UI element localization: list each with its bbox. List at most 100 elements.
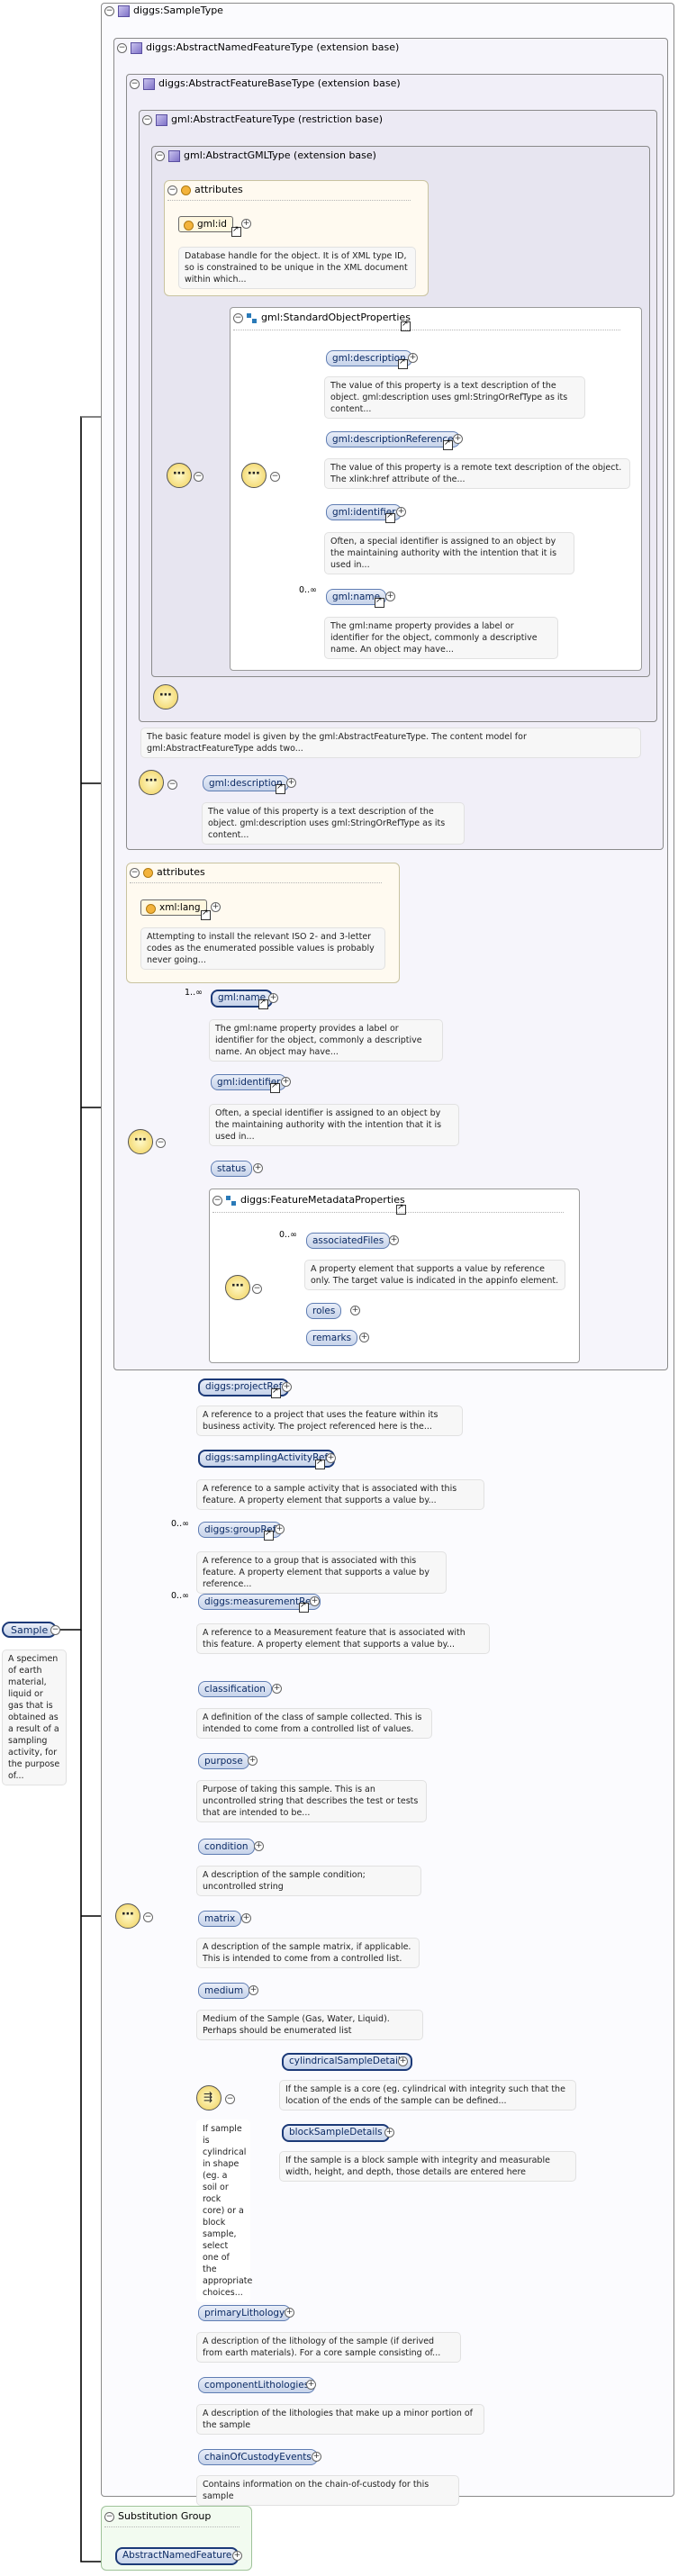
element-cylindrical-sample-details[interactable]: cylindricalSampleDetails xyxy=(282,2053,413,2071)
element-gml-description-reference[interactable]: gml:descriptionReference xyxy=(326,431,460,447)
expand-icon[interactable]: + xyxy=(385,592,395,601)
root-expand-toggle[interactable]: − xyxy=(50,1625,60,1635)
element-gml-identifier-named[interactable]: gml:identifier xyxy=(211,1074,287,1090)
expand-icon[interactable]: + xyxy=(350,1306,360,1315)
attribute-icon xyxy=(181,185,191,195)
panel-substitution-group-title[interactable]: − Substitution Group xyxy=(104,2510,212,2522)
sequence-compositor[interactable] xyxy=(167,463,192,488)
collapse-icon[interactable]: − xyxy=(212,1195,222,1206)
attribute-icon xyxy=(146,904,156,914)
root-element-sample[interactable]: Sample xyxy=(2,1622,58,1638)
expand-icon[interactable]: + xyxy=(281,1077,291,1087)
reference-icon xyxy=(264,1529,274,1541)
expand-icon[interactable]: + xyxy=(249,1985,258,1995)
panel-standard-object-properties-title[interactable]: − gml:StandardObjectProperties xyxy=(233,312,411,323)
sequence-toggle[interactable]: − xyxy=(156,1138,166,1148)
sequence-compositor[interactable] xyxy=(115,1903,140,1929)
element-gml-identifier[interactable]: gml:identifier xyxy=(326,504,402,520)
element-gml-name-named[interactable]: gml:name xyxy=(211,990,274,1008)
collapse-icon[interactable]: − xyxy=(130,867,140,878)
collapse-icon[interactable]: − xyxy=(233,312,243,323)
collapse-icon[interactable]: − xyxy=(130,78,140,89)
attribute-xml-lang[interactable]: xml:lang xyxy=(140,899,207,916)
sequence-compositor[interactable] xyxy=(128,1129,153,1154)
expand-icon[interactable]: + xyxy=(253,1163,263,1173)
panel-gml-attributes-title[interactable]: − attributes xyxy=(167,184,243,195)
expand-icon[interactable]: + xyxy=(232,2551,242,2561)
expand-icon[interactable]: + xyxy=(312,2452,321,2462)
element-project-ref[interactable]: diggs:projectRef xyxy=(198,1378,290,1396)
sequence-toggle[interactable]: − xyxy=(143,1912,153,1922)
choice-toggle[interactable]: − xyxy=(225,2094,235,2104)
expand-icon[interactable]: + xyxy=(306,2380,316,2390)
expand-icon[interactable]: + xyxy=(389,1235,399,1245)
panel-abstract-feature-type-title[interactable]: − gml:AbstractFeatureType (restriction b… xyxy=(142,113,384,126)
sequence-compositor[interactable] xyxy=(225,1275,250,1300)
expand-icon[interactable]: + xyxy=(211,902,221,912)
expand-icon[interactable]: + xyxy=(408,353,418,363)
element-component-lithologies[interactable]: componentLithologies xyxy=(198,2377,316,2393)
element-matrix[interactable]: matrix xyxy=(198,1911,242,1927)
element-measurement-ref[interactable]: diggs:measurementRef xyxy=(198,1594,321,1610)
expand-icon[interactable]: + xyxy=(268,993,278,1003)
element-classification[interactable]: classification xyxy=(198,1681,272,1697)
sequence-toggle[interactable]: − xyxy=(167,780,177,790)
element-chain-of-custody-events[interactable]: chainOfCustodyEvents xyxy=(198,2449,318,2465)
element-condition[interactable]: condition xyxy=(198,1839,255,1855)
sequence-compositor[interactable] xyxy=(241,463,267,488)
element-block-sample-details[interactable]: blockSampleDetails xyxy=(282,2124,390,2142)
panel-xml-attributes-title[interactable]: − attributes xyxy=(130,866,205,878)
element-status[interactable]: status xyxy=(211,1161,253,1177)
expand-icon[interactable]: + xyxy=(384,2128,394,2138)
expand-icon[interactable]: + xyxy=(248,1756,258,1766)
element-remarks[interactable]: remarks xyxy=(306,1330,358,1346)
sequence-compositor[interactable] xyxy=(153,684,178,710)
sequence-toggle[interactable]: − xyxy=(194,472,203,482)
panel-standard-object-properties xyxy=(230,307,642,671)
element-label: gml:identifier xyxy=(217,1077,281,1088)
attribute-gml-id-label: gml:id xyxy=(197,219,227,230)
element-medium[interactable]: medium xyxy=(198,1983,250,1999)
sequence-compositor[interactable] xyxy=(139,770,164,795)
expand-icon[interactable]: + xyxy=(286,778,296,788)
expand-icon[interactable]: + xyxy=(282,1382,292,1392)
expand-icon[interactable]: + xyxy=(254,1841,264,1851)
expand-icon[interactable]: + xyxy=(241,219,251,229)
expand-icon[interactable]: + xyxy=(359,1333,369,1342)
panel-abstract-feature-base-type-title[interactable]: − diggs:AbstractFeatureBaseType (extensi… xyxy=(130,77,401,90)
collapse-icon[interactable]: − xyxy=(104,5,114,16)
expand-icon[interactable]: + xyxy=(326,1453,336,1463)
expand-icon[interactable]: + xyxy=(396,507,406,517)
element-abstract-named-feature[interactable]: AbstractNamedFeature xyxy=(115,2547,240,2565)
expand-icon[interactable]: + xyxy=(241,1913,251,1923)
element-roles[interactable]: roles xyxy=(306,1303,342,1319)
element-group-ref[interactable]: diggs:groupRef xyxy=(198,1522,283,1538)
collapse-icon[interactable]: − xyxy=(104,2511,114,2522)
panel-sample-type-title[interactable]: − diggs:SampleType xyxy=(104,5,223,17)
panel-abstract-gml-type-title[interactable]: − gml:AbstractGMLType (extension base) xyxy=(155,149,376,162)
expand-icon[interactable]: + xyxy=(310,1596,320,1606)
element-gml-description-base[interactable]: gml:description xyxy=(203,775,289,791)
choice-compositor[interactable] xyxy=(196,2085,221,2111)
expand-icon[interactable]: + xyxy=(275,1524,285,1534)
element-label: matrix xyxy=(204,1913,236,1924)
element-gml-name[interactable]: gml:name xyxy=(326,589,387,605)
element-gml-description[interactable]: gml:description xyxy=(326,350,412,366)
panel-feature-metadata-properties-title[interactable]: − diggs:FeatureMetadataProperties xyxy=(212,1194,405,1206)
collapse-icon[interactable]: − xyxy=(142,114,152,125)
expand-icon[interactable]: + xyxy=(398,2056,408,2066)
collapse-icon[interactable]: − xyxy=(155,150,165,161)
expand-icon[interactable]: + xyxy=(272,1684,282,1694)
sequence-toggle[interactable]: − xyxy=(252,1284,262,1294)
panel-abstract-named-feature-type-title[interactable]: − diggs:AbstractNamedFeatureType (extens… xyxy=(117,41,400,54)
expand-icon[interactable]: + xyxy=(453,434,463,444)
element-associated-files[interactable]: associatedFiles xyxy=(306,1233,391,1249)
sequence-toggle[interactable]: − xyxy=(270,472,280,482)
element-label: gml:description xyxy=(209,778,283,789)
collapse-icon[interactable]: − xyxy=(117,42,127,53)
element-primary-lithology[interactable]: primaryLithology xyxy=(198,2305,292,2321)
collapse-icon[interactable]: − xyxy=(167,185,177,195)
element-purpose[interactable]: purpose xyxy=(198,1753,249,1769)
reference-icon xyxy=(398,357,408,369)
expand-icon[interactable]: + xyxy=(285,2308,294,2318)
